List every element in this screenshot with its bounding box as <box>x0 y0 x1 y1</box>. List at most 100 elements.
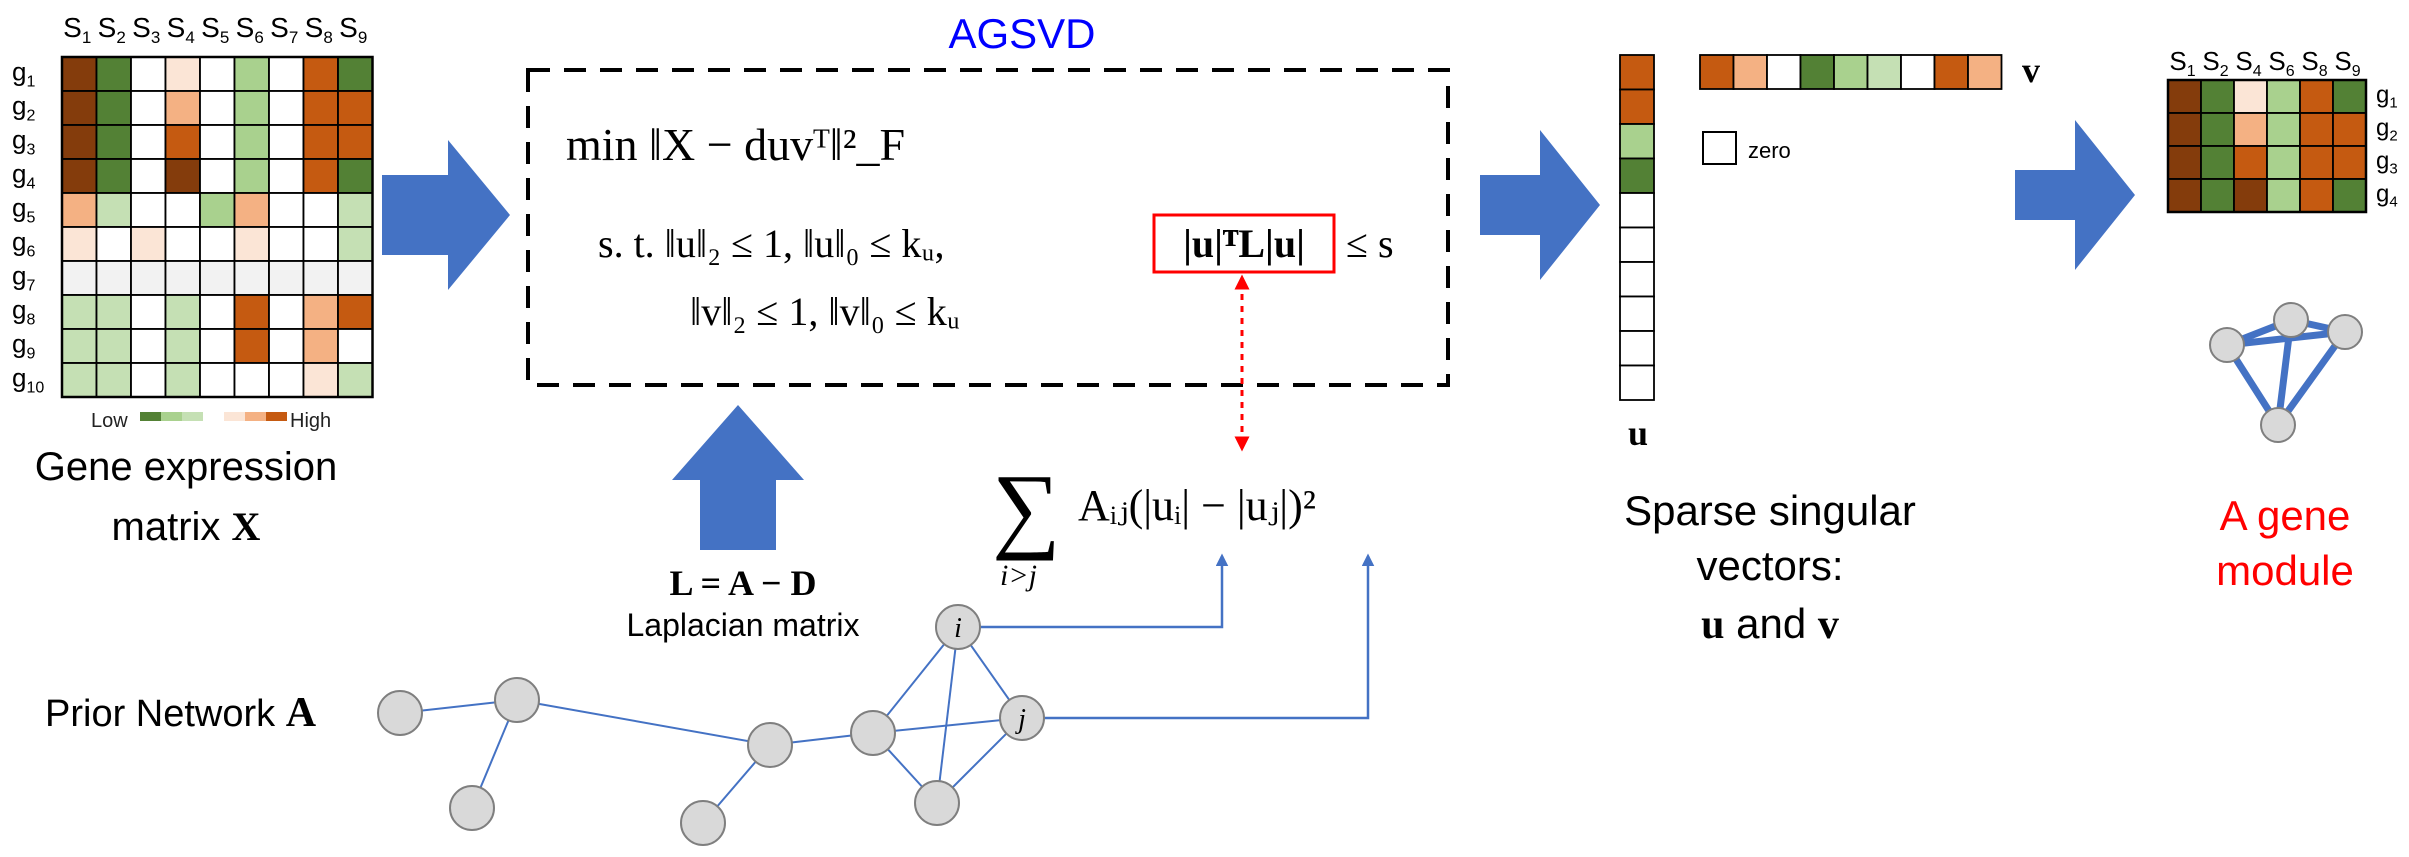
prior-network-graph: i j <box>377 553 1375 846</box>
column-label: S4 <box>167 12 195 47</box>
matrix-cell <box>268 56 305 92</box>
network-node <box>449 785 495 831</box>
matrix-cell <box>2266 178 2301 213</box>
matrix-cell <box>130 158 167 194</box>
u-vector-cell <box>1619 295 1655 332</box>
network-node <box>494 677 540 723</box>
matrix-cell <box>2332 112 2367 147</box>
prior-network-a-symbol: A <box>286 690 317 736</box>
network-node <box>850 710 896 756</box>
u-vector-cell <box>1619 123 1655 160</box>
matrix-cell <box>164 328 201 364</box>
matrix-cell <box>337 56 374 92</box>
laplacian-penalty-term: |u|ᵀL|u| <box>1183 221 1305 266</box>
matrix-cell <box>164 124 201 160</box>
module-node <box>2209 327 2245 363</box>
matrix-cell <box>2233 178 2268 213</box>
row-label: g4 <box>2376 181 2398 211</box>
matrix-cell <box>2233 145 2268 180</box>
module-cells <box>2166 78 2368 214</box>
matrix-cell <box>130 328 167 364</box>
matrix-cell <box>61 192 98 228</box>
v-vector-cell <box>1933 54 1969 90</box>
row-label: g3 <box>12 125 35 159</box>
legend-swatch <box>224 412 245 421</box>
matrix-cell <box>2266 145 2301 180</box>
u-vector-cell <box>1619 261 1655 298</box>
matrix-cell <box>268 328 305 364</box>
column-label: S8 <box>2301 46 2327 80</box>
network-node <box>747 722 793 768</box>
matrix-cell <box>268 158 305 194</box>
v-vector-cell <box>1799 54 1835 90</box>
network-node-j <box>999 695 1045 741</box>
matrix-cell <box>164 158 201 194</box>
matrix-cell <box>199 90 236 126</box>
matrix-cell <box>337 192 374 228</box>
arrow-matrix-to-model <box>382 140 510 290</box>
matrix-border <box>2166 78 2368 214</box>
row-label: g4 <box>12 159 35 193</box>
matrix-cell <box>130 260 167 296</box>
u-vector-cell <box>1619 88 1655 125</box>
u-vector-cell <box>1619 54 1655 91</box>
penalty-bound: ≤ s <box>1346 221 1394 266</box>
matrix-cell <box>199 226 236 262</box>
matrix-cell <box>2233 112 2268 147</box>
matrix-cell <box>2200 178 2235 213</box>
u-vector <box>1619 54 1655 401</box>
matrix-cell <box>233 260 270 296</box>
legend-swatch <box>203 412 224 421</box>
expression-legend: Low High <box>91 410 331 432</box>
matrix-cell <box>95 328 132 364</box>
matrix-cell <box>233 158 270 194</box>
matrix-cell <box>2167 145 2202 180</box>
column-label: S6 <box>236 12 264 47</box>
matrix-cell <box>61 90 98 126</box>
matrix-cell <box>337 124 374 160</box>
matrix-cell <box>2332 178 2367 213</box>
arrow-model-to-vectors <box>1480 130 1600 280</box>
u-vector-cell <box>1619 330 1655 367</box>
matrix-caption-text: matrix <box>112 505 232 549</box>
arrow-laplacian-to-model <box>672 405 804 550</box>
row-label: g10 <box>12 363 44 397</box>
matrix-cell <box>337 260 374 296</box>
matrix-cell <box>2299 79 2334 114</box>
matrix-cell <box>233 328 270 364</box>
matrix-cell <box>130 192 167 228</box>
module-node <box>2327 314 2363 350</box>
matrix-cell <box>233 90 270 126</box>
arrow-vectors-to-module <box>2015 120 2135 270</box>
matrix-cell <box>130 362 167 398</box>
method-title: AGSVD <box>948 10 1095 57</box>
matrix-caption-line2: matrix X <box>112 504 261 549</box>
column-label: S2 <box>98 12 126 47</box>
legend-swatch <box>266 412 287 421</box>
caption-v-symbol: v <box>1818 602 1839 648</box>
matrix-cell <box>199 158 236 194</box>
matrix-cell <box>95 294 132 330</box>
matrix-cell <box>2266 112 2301 147</box>
column-label: S1 <box>2169 46 2195 80</box>
caption-u-symbol: u <box>1701 602 1724 648</box>
row-label: g2 <box>12 91 35 125</box>
matrix-cell <box>233 124 270 160</box>
row-label: g8 <box>12 295 35 329</box>
matrix-cell <box>2299 178 2334 213</box>
network-node <box>377 690 423 736</box>
v-vector-cell <box>1900 54 1936 90</box>
column-label: S6 <box>2268 46 2294 80</box>
legend-low-label: Low <box>91 410 128 432</box>
highlight-box <box>1152 213 1336 274</box>
zero-legend-swatch <box>1702 131 1737 165</box>
matrix-cell <box>164 260 201 296</box>
module-node <box>2260 407 2296 443</box>
matrix-cell <box>164 226 201 262</box>
